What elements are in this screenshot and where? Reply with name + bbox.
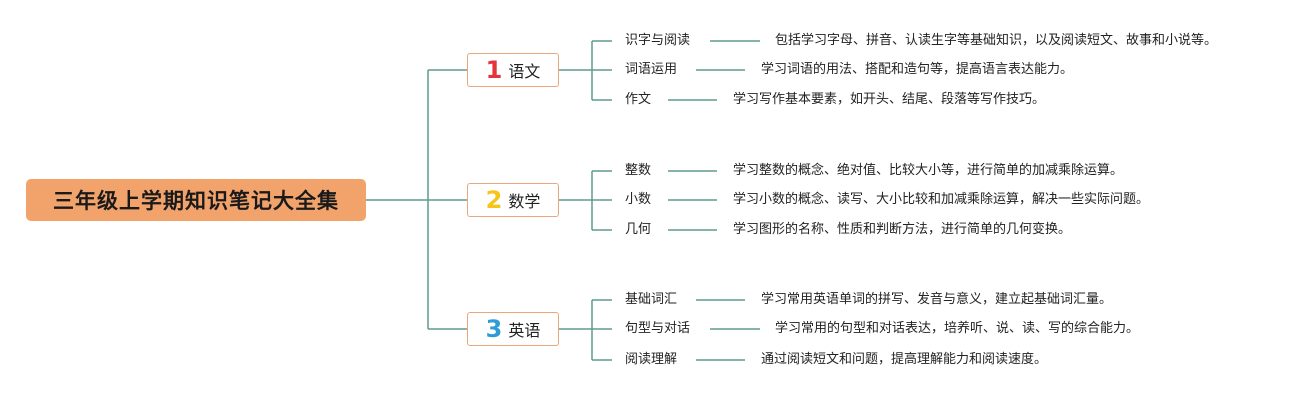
topic-label: 小数 <box>625 192 652 207</box>
topic-description: 学习整数的概念、绝对值、比较大小等，进行简单的加减乘除运算。 <box>733 163 1124 178</box>
topic-description: 通过阅读短文和问题，提高理解能力和阅读速度。 <box>761 352 1048 367</box>
topic-description: 学习写作基本要素，如开头、结尾、段落等写作技巧。 <box>733 92 1046 107</box>
subject-node-math: 2 数学 <box>467 183 559 217</box>
subject-number: 2 <box>485 186 503 214</box>
subject-node-english: 3 英语 <box>467 312 559 346</box>
subject-number: 1 <box>485 56 503 84</box>
topic-label: 作文 <box>625 92 652 107</box>
topic-description: 学习常用的句型和对话表达，培养听、说、读、写的综合能力。 <box>775 321 1140 336</box>
subject-node-chinese: 1 语文 <box>467 53 559 87</box>
topic-label: 阅读理解 <box>625 352 678 367</box>
topic-description: 学习常用英语单词的拼写、发音与意义，建立起基础词汇量。 <box>761 292 1113 307</box>
topic-description: 包括学习字母、拼音、认读生字等基础知识，以及阅读短文、故事和小说等。 <box>775 33 1218 48</box>
subject-name: 语文 <box>508 62 541 81</box>
root-title: 三年级上学期知识笔记大全集 <box>53 189 339 213</box>
topic-label: 整数 <box>625 163 652 178</box>
topic-label: 基础词汇 <box>625 292 678 307</box>
topic-label: 词语运用 <box>625 62 678 77</box>
topic-label: 几何 <box>625 222 652 237</box>
subject-name: 英语 <box>508 321 541 340</box>
subject-number: 3 <box>485 315 503 343</box>
topic-description: 学习词语的用法、搭配和造句等，提高语言表达能力。 <box>761 62 1074 77</box>
topic-description: 学习图形的名称、性质和判断方法，进行简单的几何变换。 <box>733 222 1072 237</box>
topic-label: 识字与阅读 <box>625 33 691 48</box>
topic-label: 句型与对话 <box>625 321 691 336</box>
subject-name: 数学 <box>508 192 541 211</box>
root-node: 三年级上学期知识笔记大全集 <box>26 179 366 221</box>
topic-description: 学习小数的概念、读写、大小比较和加减乘除运算，解决一些实际问题。 <box>733 192 1150 207</box>
